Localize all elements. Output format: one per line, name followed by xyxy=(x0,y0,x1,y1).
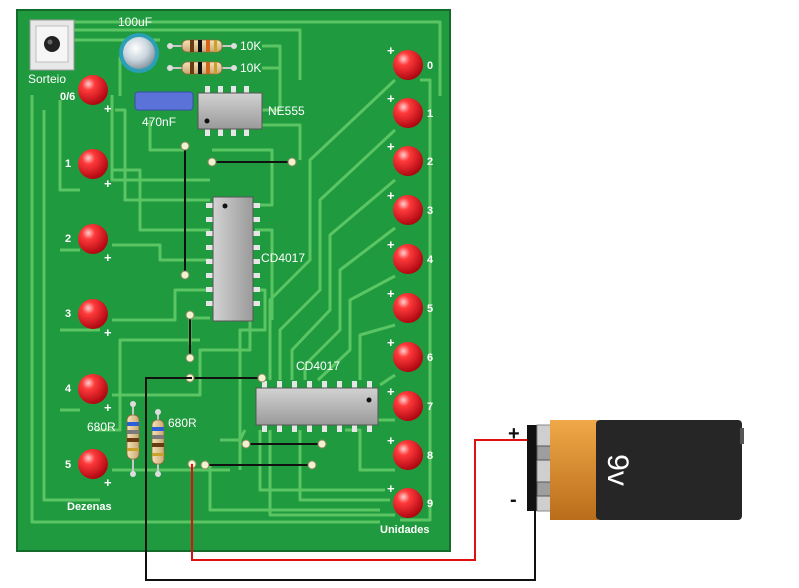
plus-sign: + xyxy=(387,481,395,496)
tens-led-label: 2 xyxy=(65,233,71,245)
tens-led-label: 5 xyxy=(65,459,71,471)
tens-led xyxy=(78,374,108,404)
tens-led-labels: 0/6 1 2 3 4 5 xyxy=(60,91,75,471)
units-led xyxy=(393,440,423,470)
units-led-label: 5 xyxy=(427,303,433,315)
ne555-chip xyxy=(197,86,263,136)
units-led xyxy=(393,488,423,518)
resistor-top xyxy=(167,39,237,53)
jumper-wires xyxy=(184,146,322,466)
tens-led-label: 0/6 xyxy=(60,91,75,103)
battery-positive-label: + xyxy=(508,423,520,445)
push-button[interactable] xyxy=(29,19,75,71)
cd4017-1-label: CD4017 xyxy=(261,251,305,265)
ceramic-capacitor xyxy=(134,91,194,111)
tens-caption: Dezenas xyxy=(67,501,112,513)
tens-led xyxy=(78,299,108,329)
resistor-bottom-label: 10K xyxy=(240,61,261,75)
units-led xyxy=(393,342,423,372)
pcb-traces xyxy=(30,20,442,524)
resistor-left-1 xyxy=(126,401,140,477)
negative-wire xyxy=(145,377,536,581)
tens-led xyxy=(78,224,108,254)
capacitor-value-label: 100uF xyxy=(118,15,152,29)
tens-led-label: 3 xyxy=(65,308,71,320)
plus-sign: + xyxy=(104,101,112,116)
units-led-label: 4 xyxy=(427,254,434,266)
battery xyxy=(527,420,744,520)
units-led-label: 8 xyxy=(427,450,433,462)
resistor-top-label: 10K xyxy=(240,39,261,53)
button-label: Sorteio xyxy=(28,72,66,86)
units-led-polarity: + + + + + + + + + + xyxy=(387,43,395,496)
battery-voltage-label: 9v xyxy=(601,454,634,486)
plus-sign: + xyxy=(387,286,395,301)
resistor-left-2 xyxy=(151,409,165,477)
resistor-bottom xyxy=(167,61,237,75)
tens-led xyxy=(78,449,108,479)
plus-sign: + xyxy=(104,475,112,490)
resistor-left-2-label: 680R xyxy=(168,416,197,430)
units-led-label: 9 xyxy=(427,498,433,510)
battery-negative-label: - xyxy=(510,489,517,511)
tens-led-label: 4 xyxy=(65,383,72,395)
plus-sign: + xyxy=(387,139,395,154)
positive-wire xyxy=(191,439,540,561)
tens-led-polarity: + + + + + + xyxy=(104,101,112,490)
cd4017-chip-2 xyxy=(255,381,379,432)
units-led xyxy=(393,391,423,421)
plus-sign: + xyxy=(387,91,395,106)
cd4017-chip-1 xyxy=(206,196,260,322)
units-led-label: 2 xyxy=(427,156,433,168)
tens-led xyxy=(78,149,108,179)
units-led xyxy=(393,146,423,176)
units-led xyxy=(393,50,423,80)
units-caption: Unidades xyxy=(380,524,430,536)
tens-led xyxy=(78,75,108,105)
plus-sign: + xyxy=(387,237,395,252)
units-led xyxy=(393,244,423,274)
plus-sign: + xyxy=(104,250,112,265)
units-led-labels: 0 1 2 3 4 5 6 7 8 9 xyxy=(427,60,434,510)
plus-sign: + xyxy=(104,176,112,191)
ceramic-capacitor-label: 470nF xyxy=(142,115,176,129)
units-led xyxy=(393,293,423,323)
units-led-label: 0 xyxy=(427,60,433,72)
electrolytic-capacitor xyxy=(119,33,159,73)
ne555-label: NE555 xyxy=(268,104,305,118)
units-leds xyxy=(393,50,423,518)
cd4017-2-label: CD4017 xyxy=(296,359,340,373)
plus-sign: + xyxy=(387,335,395,350)
plus-sign: + xyxy=(387,433,395,448)
plus-sign: + xyxy=(387,43,395,58)
units-led-label: 1 xyxy=(427,108,433,120)
units-led-label: 3 xyxy=(427,205,433,217)
units-led xyxy=(393,195,423,225)
plus-sign: + xyxy=(104,400,112,415)
plus-sign: + xyxy=(387,188,395,203)
resistor-left-1-label: 680R xyxy=(87,420,116,434)
tens-leds xyxy=(78,75,108,479)
plus-sign: + xyxy=(104,325,112,340)
tens-led-label: 1 xyxy=(65,158,71,170)
battery-wires xyxy=(145,377,540,581)
units-led-label: 7 xyxy=(427,401,433,413)
plus-sign: + xyxy=(387,384,395,399)
units-led xyxy=(393,98,423,128)
units-led-label: 6 xyxy=(427,352,433,364)
